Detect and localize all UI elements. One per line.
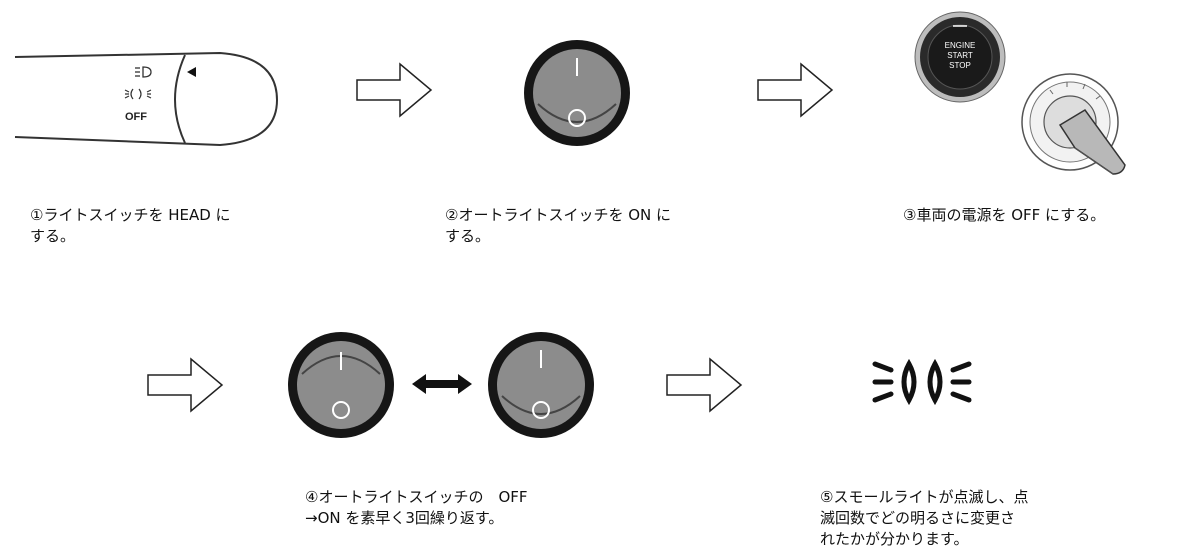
engine-label: ENGINE xyxy=(945,41,976,50)
small-light-icon xyxy=(872,358,972,406)
headlamp-symbol xyxy=(135,66,152,78)
step5-caption: ⑤スモールライトが点滅し、点 滅回数でどの明るさに変更さ れたかが分かります。 xyxy=(820,488,1029,548)
small-light-symbol xyxy=(124,88,152,100)
step4-caption: ④オートライトスイッチの OFF →ON を素早く3回繰り返す。 xyxy=(305,488,528,527)
off-label: OFF xyxy=(125,111,147,123)
rocker-switch-icon xyxy=(288,332,394,438)
stop-label: STOP xyxy=(949,61,971,70)
step1-caption: ①ライトスイッチを HEAD に する。 xyxy=(30,206,231,245)
position-pointer xyxy=(187,67,196,77)
hollow-right-arrow-icon xyxy=(757,62,834,118)
hollow-right-arrow-icon xyxy=(356,62,433,118)
hollow-right-arrow-icon xyxy=(147,357,224,413)
rocker-switch-icon xyxy=(488,332,594,438)
step3-caption: ③車両の電源を OFF にする。 xyxy=(903,206,1106,224)
hollow-right-arrow-icon xyxy=(666,357,743,413)
ignition-key-icon xyxy=(1021,73,1126,175)
double-arrow-icon xyxy=(412,374,472,394)
step2-caption: ②オートライトスイッチを ON に する。 xyxy=(445,206,672,245)
start-label: START xyxy=(947,51,973,60)
rocker-switch-icon xyxy=(524,40,630,146)
light-stalk-icon: OFF xyxy=(14,51,279,147)
engine-start-button-icon: ENGINE START STOP xyxy=(914,11,1006,103)
